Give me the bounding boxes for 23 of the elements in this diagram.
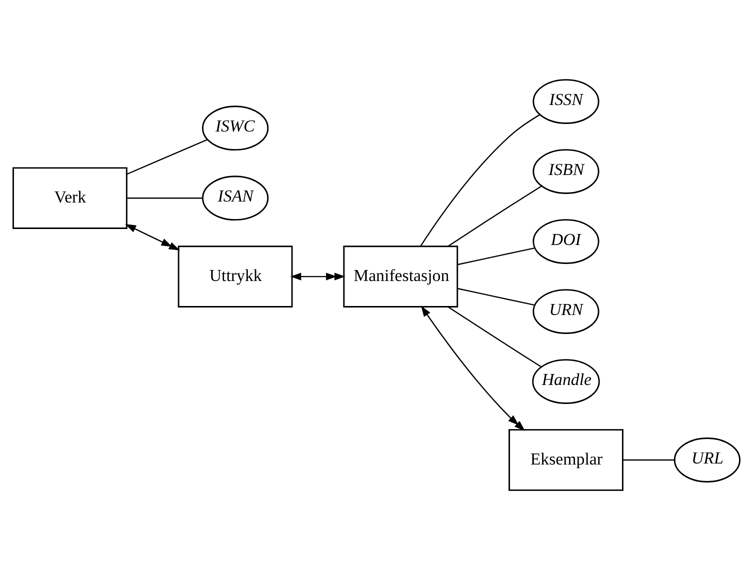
node-ellipse: DOI [532,219,600,264]
connector [448,186,542,247]
node-ellipse: ISAN [202,176,269,221]
node-box: Eksemplar [508,429,624,491]
connector [126,198,202,199]
node-ellipse: ISBN [532,149,600,194]
node-box: Uttrykk [178,246,293,308]
node-ellipse: URN [532,289,600,334]
node-ellipse: ISWC [202,106,269,151]
connector [457,288,535,306]
arrow [290,272,346,280]
connector [622,459,674,461]
node-box: Manifestasjon [343,246,458,308]
node-ellipse: Handle [532,359,600,404]
node-ellipse: URL [674,438,740,482]
arrow [125,224,180,250]
arrow [421,306,526,432]
connector [126,138,208,175]
connector [420,114,540,247]
node-box: Verk [12,167,128,229]
connector [457,247,535,266]
connector [448,306,542,368]
node-ellipse: ISSN [532,79,600,124]
